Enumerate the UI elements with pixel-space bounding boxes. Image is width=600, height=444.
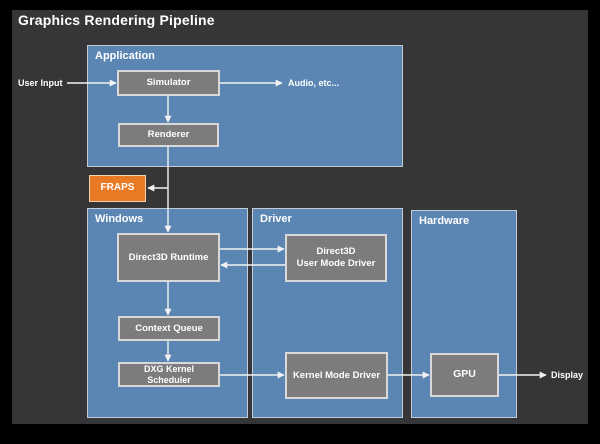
node-context-queue: Context Queue xyxy=(118,316,220,341)
label-user-input: User Input xyxy=(18,78,63,88)
section-windows-label: Windows xyxy=(95,213,144,225)
node-direct3d-user-mode-driver: Direct3D User Mode Driver xyxy=(285,234,387,282)
node-dxg-kernel-scheduler: DXG Kernel Scheduler xyxy=(118,362,220,387)
node-direct3d-runtime: Direct3D Runtime xyxy=(117,233,220,282)
node-gpu: GPU xyxy=(430,353,499,397)
node-kernel-mode-driver: Kernel Mode Driver xyxy=(285,352,388,399)
section-hardware-label: Hardware xyxy=(419,215,470,227)
node-fraps: FRAPS xyxy=(89,175,146,202)
section-application: Application xyxy=(87,45,403,167)
page-title: Graphics Rendering Pipeline xyxy=(18,12,215,28)
section-application-label: Application xyxy=(95,50,155,62)
node-simulator: Simulator xyxy=(117,70,220,96)
label-audio-etc: Audio, etc... xyxy=(288,78,340,88)
section-driver-label: Driver xyxy=(260,213,292,225)
label-display: Display xyxy=(551,370,584,380)
node-renderer: Renderer xyxy=(118,123,219,147)
